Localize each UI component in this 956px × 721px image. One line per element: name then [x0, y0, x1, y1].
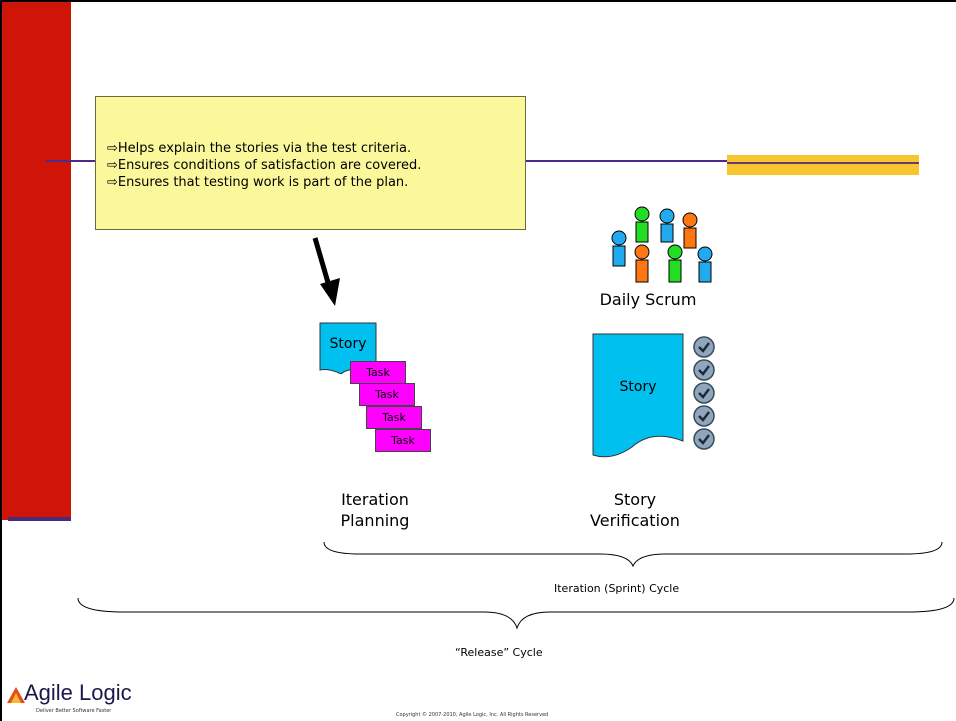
person-icon — [634, 206, 650, 243]
check-icon — [693, 336, 715, 358]
daily-scrum-label: Daily Scrum — [599, 290, 697, 309]
task-card: Task — [359, 383, 415, 406]
person-icon — [667, 244, 683, 283]
accent-band — [727, 155, 919, 175]
iteration-planning-label-line1: Iteration — [341, 490, 409, 509]
check-icons — [693, 336, 715, 450]
sidebar-bottom-strip — [8, 517, 71, 521]
copyright-text: Copyright © 2007-2010, Agile Logic, Inc.… — [396, 712, 549, 718]
release-cycle-brace — [77, 597, 955, 630]
red-sidebar-bar — [2, 2, 71, 520]
note-box: ⇨Helps explain the stories via the test … — [95, 96, 526, 230]
story-verification-label-line2: Verification — [590, 511, 680, 530]
story-verification-label-line1: Story — [613, 490, 657, 509]
check-icon — [693, 428, 715, 450]
story-verification-card — [592, 333, 684, 458]
scrum-team-icon — [611, 206, 713, 283]
task-card: Task — [375, 429, 431, 452]
logo-name: Agile Logic — [24, 680, 132, 705]
story-card-label: Story — [329, 336, 367, 352]
release-cycle-label: “Release” Cycle — [455, 646, 543, 659]
task-card: Task — [366, 406, 422, 429]
story-verification-card-label: Story — [619, 379, 657, 395]
note-line: ⇨Ensures that testing work is part of th… — [107, 175, 409, 190]
person-icon — [659, 208, 675, 243]
iteration-planning-label: Iteration Planning — [325, 489, 425, 531]
down-arrow-icon — [312, 237, 340, 306]
iteration-cycle-label: Iteration (Sprint) Cycle — [554, 582, 680, 595]
logo-tagline: Deliver Better Software Faster — [36, 708, 112, 714]
note-line: ⇨Ensures conditions of satisfaction are … — [107, 158, 422, 173]
task-card: Task — [350, 361, 406, 384]
check-icon — [693, 359, 715, 381]
note-line: ⇨Helps explain the stories via the test … — [107, 141, 412, 156]
story-verification-label: Story Verification — [580, 489, 690, 531]
check-icon — [693, 405, 715, 427]
check-icon — [693, 382, 715, 404]
person-icon — [611, 230, 627, 267]
person-icon — [634, 244, 650, 283]
frame-left-line — [0, 0, 2, 721]
person-icon — [682, 212, 698, 249]
logo-triangle-icon — [7, 687, 25, 703]
person-icon — [697, 246, 713, 283]
iteration-cycle-brace — [323, 541, 943, 568]
frame-top-line — [0, 0, 956, 2]
iteration-planning-label-line2: Planning — [340, 511, 410, 530]
accent-band-line — [727, 162, 919, 164]
